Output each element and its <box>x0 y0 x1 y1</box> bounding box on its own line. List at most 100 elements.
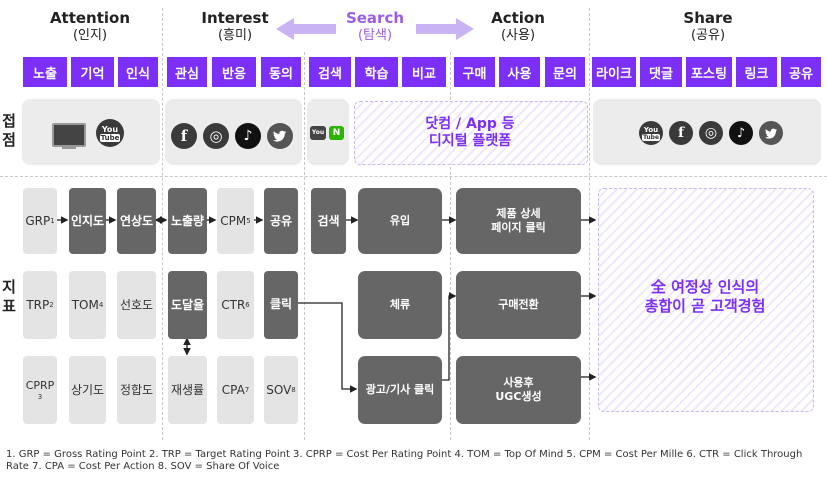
metric-replay: 재생률 <box>168 356 207 424</box>
metric-product-detail: 제품 상세 페이지 클릭 <box>456 188 581 254</box>
chip-interest: 관심 <box>167 57 207 87</box>
touchpoint-interest-panel: f ◎ ♪ <box>165 99 302 165</box>
stage-share-title: Share <box>683 9 733 27</box>
digital-platform-line1: 닷컴 / App 등 <box>425 116 515 132</box>
separator-4 <box>589 8 590 440</box>
chip-comment: 댓글 <box>640 57 682 87</box>
chip-learn: 학습 <box>355 57 398 87</box>
metric-cprp-label: CPRP <box>25 379 55 392</box>
footnote: 1. GRP = Gross Rating Point 2. TRP = Tar… <box>6 449 803 472</box>
metric-impressions: 노출량 <box>168 188 207 254</box>
stage-search-title: Search <box>345 9 405 27</box>
chip-like: 라이크 <box>592 57 636 87</box>
touchpoint-share-panel: You Tube f ◎ ♪ <box>593 99 821 165</box>
youtube-icon-subtext: Tube <box>99 133 121 142</box>
metric-trp-note: 2 <box>49 301 54 309</box>
metric-recall: 연상도 <box>117 188 156 254</box>
chip-purchase: 구매 <box>454 57 495 87</box>
metric-cpa-note: 7 <box>244 386 250 394</box>
separator-1 <box>162 8 163 440</box>
stage-attention-title: Attention <box>49 9 131 27</box>
twitter-icon <box>267 123 293 149</box>
metric-ugc-line1: 사용후 <box>503 376 534 389</box>
youtube-share-subtext: Tube <box>641 133 661 141</box>
metric-product-detail-line1: 제품 상세 <box>496 207 541 220</box>
metric-tom-note: 4 <box>98 301 104 309</box>
metric-cpa-label: CPA <box>221 383 245 397</box>
stage-attention-subtitle: (인지) <box>72 28 108 43</box>
tiktok-icon-share: ♪ <box>729 121 753 145</box>
stage-action-title: Action <box>491 9 545 27</box>
chip-compare: 비교 <box>402 57 446 87</box>
metric-ugc: 사용후 UGC생성 <box>456 356 581 424</box>
chip-posting: 포스팅 <box>686 57 732 87</box>
chip-use: 사용 <box>499 57 540 87</box>
metric-fit: 정합도 <box>117 356 156 424</box>
metric-cprp-note: 3 <box>37 393 43 401</box>
arrow-right-icon <box>416 18 474 40</box>
chip-inquiry: 문의 <box>545 57 585 87</box>
metric-recognition: 상기도 <box>69 356 106 424</box>
side-label-touchpoint: 접점 <box>2 112 16 149</box>
metric-cpm-label: CPM <box>220 214 247 228</box>
metric-purchase-conversion: 구매전환 <box>456 271 581 339</box>
metric-ad-click: 광고/기사 클릭 <box>358 356 442 424</box>
youtube-small-icon: You <box>310 126 326 140</box>
separator-3 <box>450 52 451 440</box>
metric-share: 공유 <box>264 188 298 254</box>
metric-grp-label: GRP <box>25 214 51 228</box>
separator-2 <box>304 52 305 440</box>
youtube-icon-share: You Tube <box>639 121 663 145</box>
instagram-icon-share: ◎ <box>699 121 723 145</box>
chip-recognition: 인식 <box>118 57 158 87</box>
touchpoint-search-panel: You N <box>307 99 349 165</box>
facebook-icon: f <box>171 123 197 149</box>
metric-ctr-label: CTR <box>221 298 246 312</box>
metric-ctr-note: 6 <box>245 301 250 309</box>
metric-ugc-line2: UGC생성 <box>495 390 542 403</box>
metric-search: 검색 <box>311 188 346 254</box>
digital-platform-line2: 디지털 플랫폼 <box>428 133 512 149</box>
metric-click-label: 클릭 <box>269 297 293 311</box>
youtube-share-text: You <box>643 125 659 134</box>
twitter-bird-shape-share <box>764 128 777 139</box>
chip-search: 검색 <box>309 57 351 87</box>
youtube-icon: You Tube <box>96 119 124 147</box>
metric-cprp: CPRP 3 <box>23 356 57 424</box>
chip-agree: 동의 <box>261 57 301 87</box>
youtube-icon-text: You <box>101 124 119 134</box>
metric-grp-note: 1 <box>50 217 55 225</box>
facebook-icon-share: f <box>669 121 693 145</box>
metric-product-detail-line2: 페이지 클릭 <box>491 221 546 234</box>
summary-line1: 全 여정상 인식의 <box>650 278 760 296</box>
metric-preference: 선호도 <box>117 271 156 339</box>
summary-line2: 총합이 곧 고객경험 <box>644 297 766 315</box>
metric-click: 클릭 <box>264 271 298 339</box>
metric-stay: 체류 <box>358 271 442 339</box>
stage-interest-title: Interest <box>201 9 269 27</box>
digital-platform-area <box>354 101 588 165</box>
metric-inflow: 유입 <box>358 188 442 254</box>
twitter-bird-shape <box>273 130 286 142</box>
arrow-left-icon <box>276 18 336 40</box>
chip-memory: 기억 <box>71 57 114 87</box>
chip-reaction: 반응 <box>212 57 256 87</box>
metric-tom-label: TOM <box>71 298 99 312</box>
side-label-metric: 지표 <box>2 278 16 315</box>
chip-link: 링크 <box>736 57 777 87</box>
summary-area <box>598 188 814 412</box>
metric-reach: 도달율 <box>168 271 207 339</box>
tiktok-icon: ♪ <box>235 123 261 149</box>
metric-cpm-note: 5 <box>246 217 251 225</box>
metric-trp-label: TRP <box>26 298 50 312</box>
twitter-icon-share <box>759 121 783 145</box>
chip-exposure: 노출 <box>23 57 67 87</box>
